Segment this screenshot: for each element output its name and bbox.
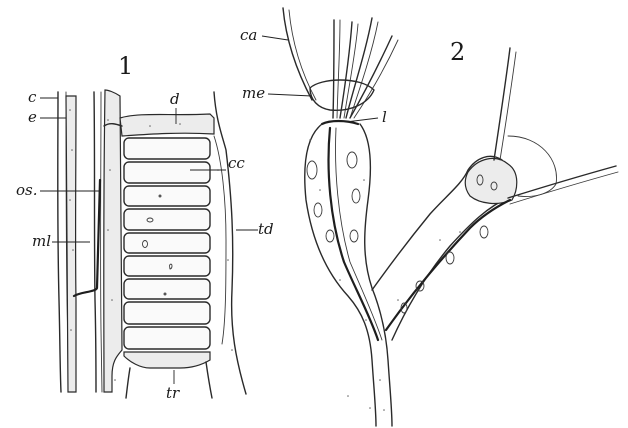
figure-1-number: 1: [118, 52, 133, 80]
label-os: os.: [16, 181, 38, 199]
bottom-tr-neck: [124, 352, 210, 368]
ml-region-outline: [94, 92, 96, 392]
tentacle: [333, 20, 334, 118]
chamber: [124, 256, 210, 276]
label-e: e: [28, 108, 37, 126]
ml-inner-line: [101, 92, 102, 392]
stalk-right-outline: [360, 124, 392, 426]
label-cc: cc: [228, 154, 245, 172]
chamber: [124, 162, 210, 183]
branch-spine: [508, 166, 616, 198]
leader-ca: [262, 36, 288, 40]
branch-spine: [494, 48, 510, 160]
top-cap-d: [120, 114, 214, 136]
branch-lower-outline: [392, 196, 512, 340]
figure-2-number: 2: [450, 38, 465, 66]
label-tr: tr: [166, 384, 180, 402]
figure-2: ca me l 2: [240, 8, 618, 426]
figure-1: 1 c e os. ml d cc td tr: [16, 52, 274, 402]
branch-spine: [510, 172, 618, 204]
label-me: me: [242, 84, 265, 102]
nucleus: [164, 293, 167, 296]
tentacle: [350, 22, 378, 118]
branch-polyp-body: [465, 158, 517, 203]
chamber: [124, 186, 210, 206]
nucleus: [159, 195, 162, 198]
branch-strand: [386, 200, 510, 330]
stalk-left-outline: [305, 124, 376, 426]
axial-strand-inner: [336, 128, 382, 340]
chamber: [124, 327, 210, 349]
chamber: [124, 209, 210, 230]
chamber: [124, 302, 210, 324]
chamber: [124, 138, 210, 159]
chamber-wall-tissue: [104, 90, 122, 392]
td-outer-wall: [214, 92, 246, 394]
tentacle: [354, 40, 398, 118]
os-strand: [74, 180, 100, 296]
chamber: [124, 279, 210, 299]
td-inner-wall: [214, 136, 226, 344]
leader-me: [268, 94, 312, 96]
chamber: [124, 233, 210, 253]
label-ca: ca: [240, 26, 257, 44]
tentacle: [337, 20, 340, 118]
leader-l: [346, 118, 378, 122]
label-d: d: [170, 90, 180, 108]
label-l: l: [382, 108, 387, 126]
label-c: c: [28, 88, 37, 106]
epidermis-layer: [66, 96, 76, 392]
label-ml: ml: [32, 232, 51, 250]
label-td: td: [258, 220, 274, 238]
